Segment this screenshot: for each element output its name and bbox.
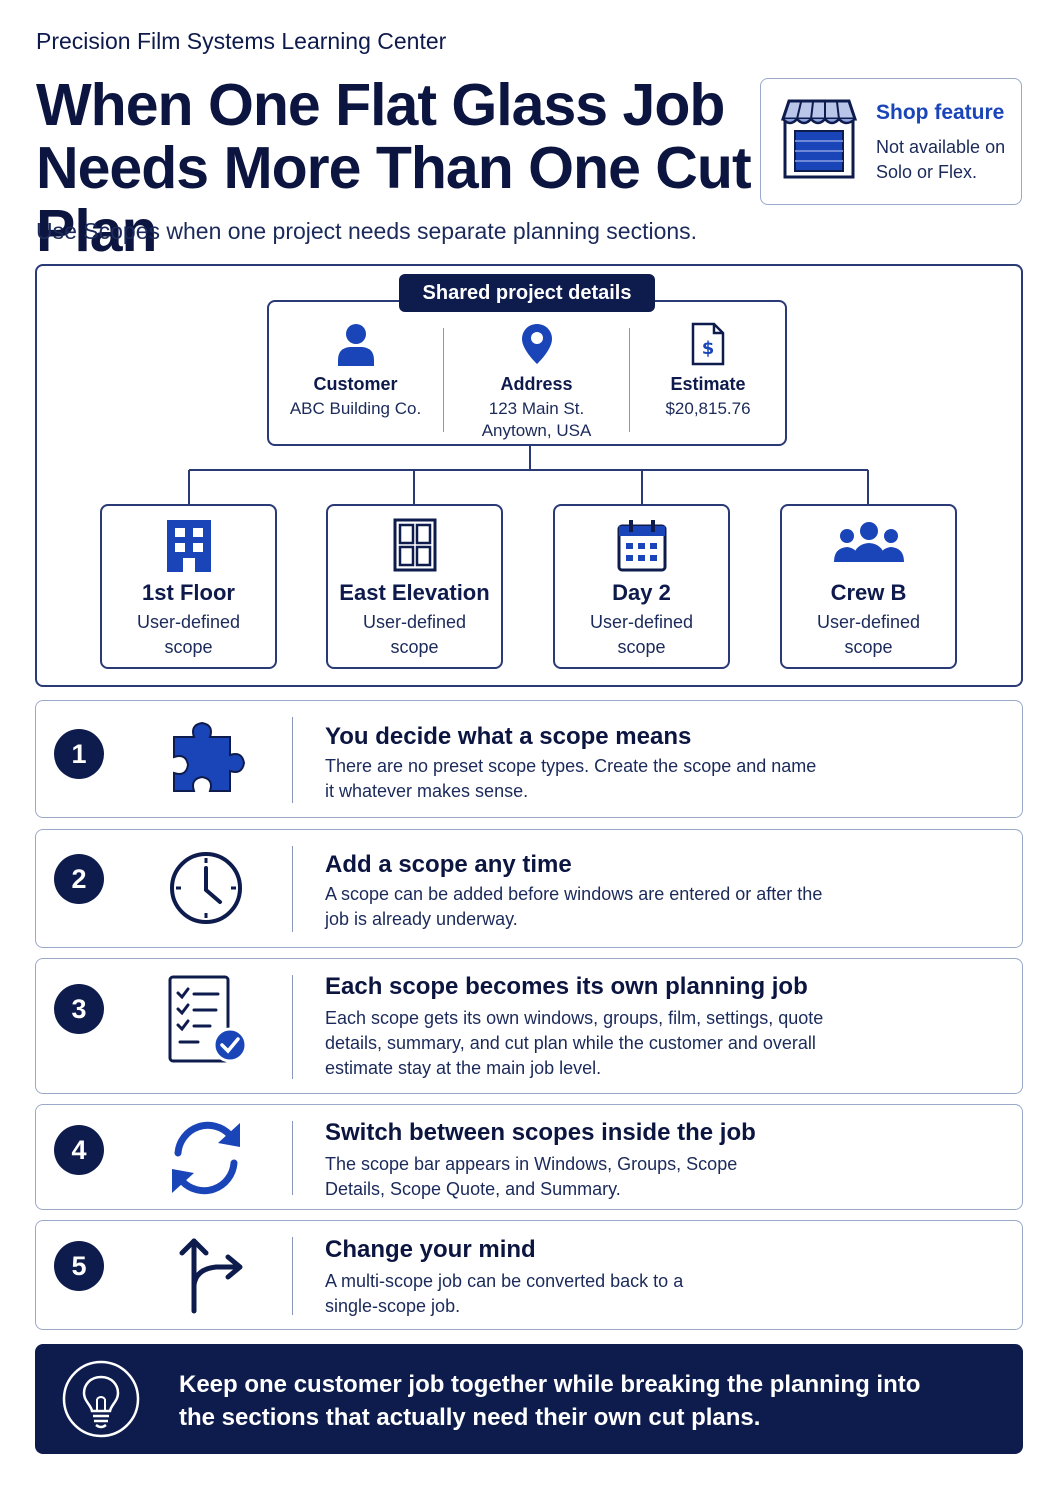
scope-name: 1st Floor <box>142 580 235 605</box>
kicker: Precision Film Systems Learning Center <box>36 28 447 54</box>
step-title: Each scope becomes its own planning job <box>325 973 808 1000</box>
clock-icon <box>170 852 242 924</box>
detail-estimate: $ Estimate $20,815.76 <box>630 302 786 448</box>
scope-description: User-defined scope <box>589 612 694 657</box>
address-label: Address <box>500 374 573 394</box>
step-divider <box>292 717 293 803</box>
scope-card-1st-floor: 1st Floor User-defined scope <box>100 504 277 669</box>
estimate-label: Estimate <box>670 374 746 394</box>
step-title: Change your mind <box>325 1236 536 1263</box>
puzzle-piece-icon <box>173 721 246 792</box>
shared-project-details-box: Customer ABC Building Co. Address 123 Ma… <box>267 300 787 446</box>
shop-feature-note: Not available on Solo or Flex. <box>876 137 1006 182</box>
scope-card-day-2: Day 2 User-defined scope <box>553 504 730 669</box>
scope-card-crew-b: Crew B User-defined scope <box>780 504 957 669</box>
refresh-arrows-icon <box>172 1121 240 1195</box>
step-divider <box>292 975 293 1079</box>
team-icon <box>833 522 904 562</box>
building-icon <box>166 520 211 572</box>
step-divider <box>292 1237 293 1315</box>
step-title: You decide what a scope means <box>325 723 692 750</box>
scope-name: Day 2 <box>612 580 671 605</box>
scope-name: Crew B <box>830 580 907 605</box>
shared-project-details-label: Shared project details <box>399 274 655 312</box>
detail-divider <box>629 328 630 432</box>
step-card-1: 1 You decide what a scope means There ar… <box>35 700 1023 818</box>
dollar-document-icon: $ <box>691 322 725 366</box>
detail-customer: Customer ABC Building Co. <box>269 302 442 448</box>
step-number-badge: 5 <box>54 1241 104 1291</box>
step-card-4: 4 Switch between scopes inside the job T… <box>35 1104 1023 1210</box>
step-number-badge: 2 <box>54 854 104 904</box>
split-arrow-icon <box>179 1238 243 1314</box>
detail-divider <box>443 328 444 432</box>
step-body: A scope can be added before windows are … <box>325 884 823 929</box>
shop-feature-title: Shop feature <box>876 101 1005 124</box>
scope-description: User-defined scope <box>136 612 241 657</box>
lightbulb-icon <box>62 1360 140 1438</box>
address-value: 123 Main St. Anytown, USA <box>481 399 592 440</box>
customer-label: Customer <box>313 374 398 394</box>
step-body: There are no preset scope types. Create … <box>325 756 817 801</box>
step-body: A multi-scope job can be converted back … <box>325 1271 684 1316</box>
scope-name: East Elevation <box>339 580 490 605</box>
step-title: Switch between scopes inside the job <box>325 1119 756 1146</box>
step-body: Each scope gets its own windows, groups,… <box>325 1008 824 1078</box>
step-card-5: 5 Change your mind A multi-scope job can… <box>35 1220 1023 1330</box>
svg-text:$: $ <box>702 338 715 359</box>
location-pin-icon <box>521 324 552 364</box>
checklist-icon <box>168 975 248 1063</box>
customer-value: ABC Building Co. <box>289 399 422 418</box>
step-divider <box>292 846 293 932</box>
scope-card-east-elevation: East Elevation User-defined scope <box>326 504 503 669</box>
step-title: Add a scope any time <box>325 851 572 878</box>
step-divider <box>292 1121 293 1195</box>
person-icon <box>337 324 374 366</box>
takeaway-banner: Keep one customer job together while bre… <box>35 1344 1023 1454</box>
step-number-badge: 3 <box>54 984 104 1034</box>
scope-description: User-defined scope <box>816 612 921 657</box>
page-subtitle: Use Scopes when one project needs separa… <box>36 218 698 244</box>
diagram-connectors <box>188 446 869 504</box>
estimate-value: $20,815.76 <box>665 399 751 418</box>
step-number-badge: 4 <box>54 1125 104 1175</box>
shop-feature-card: Shop feature Not available on Solo or Fl… <box>760 78 1022 205</box>
page-title: When One Flat Glass Job Needs More Than … <box>36 72 752 264</box>
scope-description: User-defined scope <box>362 612 467 657</box>
storefront-icon <box>781 99 857 179</box>
calendar-icon <box>617 520 666 572</box>
window-icon <box>393 518 436 572</box>
step-number-badge: 1 <box>54 729 104 779</box>
detail-address: Address 123 Main St. Anytown, USA <box>444 302 629 448</box>
step-body: The scope bar appears in Windows, Groups… <box>325 1154 738 1199</box>
takeaway-text: Keep one customer job together while bre… <box>179 1371 921 1431</box>
step-card-2: 2 Add a scope any time A scope can be ad… <box>35 829 1023 948</box>
step-card-3: 3 Each scope becomes its own planning jo… <box>35 958 1023 1094</box>
scope-diagram: Customer ABC Building Co. Address 123 Ma… <box>35 264 1023 687</box>
